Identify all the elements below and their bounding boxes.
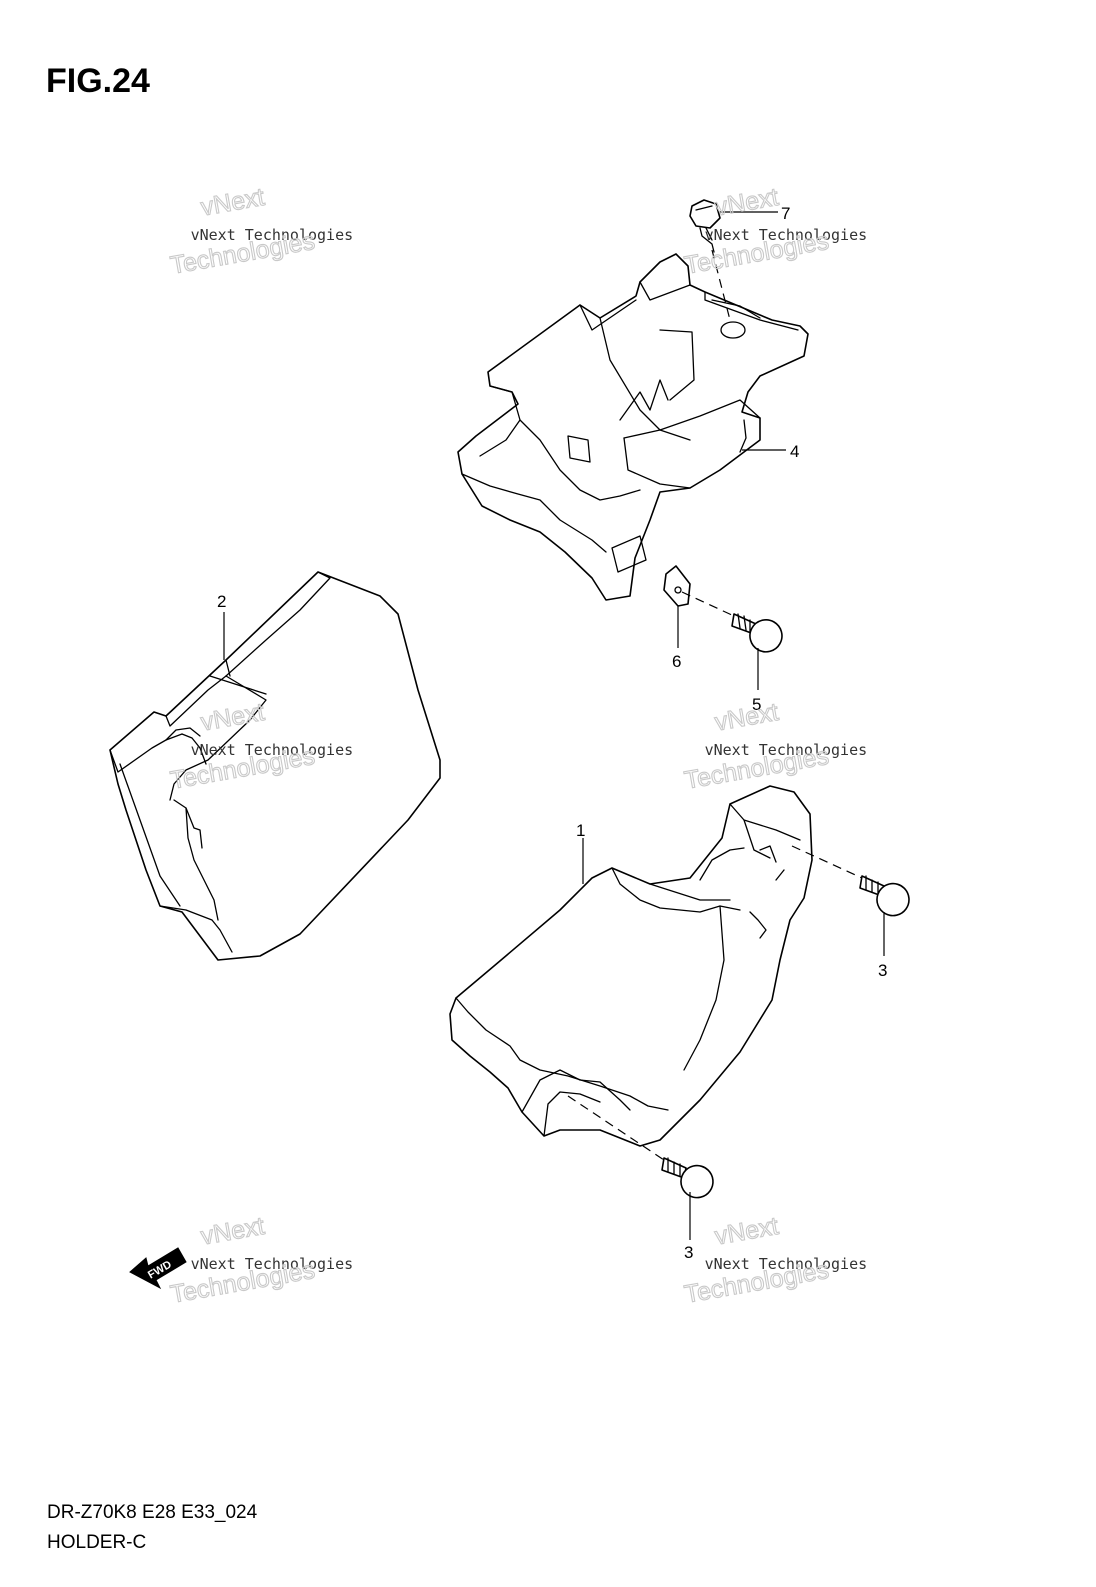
- watermark-top-left: vNext vNext Technologies Technologies: [168, 182, 354, 280]
- callout-3-right: 3: [878, 961, 887, 980]
- callout-7: 7: [781, 204, 790, 223]
- watermark-line2: vNext Technologies: [191, 1255, 354, 1273]
- watermark-line2: vNext Technologies: [705, 226, 868, 244]
- part-1-cover: [449, 785, 813, 1147]
- watermark-line2: vNext Technologies: [191, 741, 354, 759]
- figure-title: FIG.24: [46, 62, 150, 100]
- watermark-line1: vNext: [713, 183, 781, 222]
- watermark-bottom-right: vNext vNext Technologies Technologies: [682, 1211, 868, 1309]
- part-7-bolt: [689, 199, 731, 321]
- watermark-mid-right: vNext vNext Technologies Technologies: [682, 697, 868, 795]
- watermark-line1: vNext: [713, 698, 781, 737]
- footer-model-code: DR-Z70K8 E28 E33_024: [47, 1502, 258, 1523]
- part-2-cover: [109, 571, 441, 961]
- callout-1: 1: [576, 821, 585, 840]
- leader-lines: [223, 211, 885, 1240]
- watermark-bottom-left: vNext vNext Technologies Technologies: [168, 1211, 354, 1309]
- leader-3b-dash: [567, 1095, 665, 1161]
- callout-3-bottom: 3: [684, 1243, 693, 1262]
- part-6-clip: [663, 565, 691, 607]
- part-5-bolt: [731, 613, 783, 653]
- callout-5: 5: [752, 695, 761, 714]
- watermark-line2: vNext Technologies: [705, 741, 868, 759]
- leader-5-dash: [681, 591, 735, 617]
- watermark-line2: vNext Technologies: [191, 226, 354, 244]
- part-3-bolt-right: [859, 875, 910, 917]
- callout-6: 6: [672, 652, 681, 671]
- watermark-line1: vNext: [199, 1212, 267, 1251]
- footer-part-name: HOLDER-C: [47, 1532, 147, 1553]
- leader-3a-dash: [791, 845, 863, 879]
- watermark-line2: vNext Technologies: [705, 1255, 868, 1273]
- watermark-line1: vNext: [713, 1212, 781, 1251]
- part-4-holder: [457, 253, 809, 601]
- callout-2: 2: [217, 592, 226, 611]
- watermark-line1: vNext: [199, 183, 267, 222]
- part-3-bolt-bottom: [661, 1157, 714, 1199]
- callout-4: 4: [790, 442, 799, 461]
